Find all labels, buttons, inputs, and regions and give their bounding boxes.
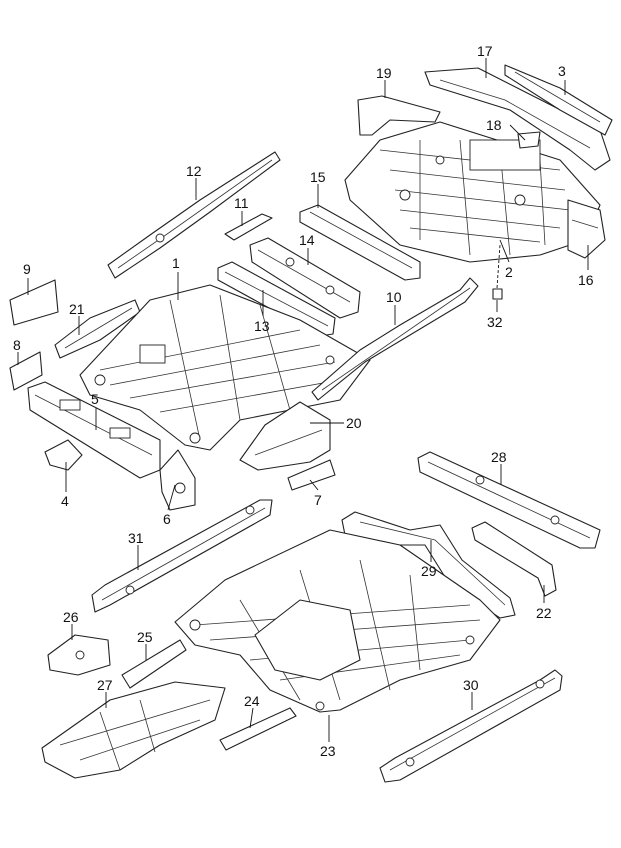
reinforcement-20 <box>239 401 331 471</box>
center-floor-panel-1 <box>79 284 371 451</box>
callout-6: 6 <box>163 511 171 527</box>
tunnel-panel-27 <box>41 681 226 779</box>
rear-cross-member-17 <box>424 67 611 171</box>
callout-23: 23 <box>320 743 336 759</box>
bracket-26 <box>47 634 111 676</box>
callout-18: 18 <box>486 117 502 133</box>
side-member-22 <box>471 521 557 597</box>
callout-27: 27 <box>97 677 113 693</box>
callout-12: 12 <box>186 163 202 179</box>
callout-9: 9 <box>23 261 31 277</box>
callout-28: 28 <box>491 449 507 465</box>
bracket-4 <box>44 439 83 471</box>
callout-31: 31 <box>128 530 144 546</box>
callout-32: 32 <box>487 314 503 330</box>
callout-20: 20 <box>346 415 362 431</box>
front-floor-panel-23 <box>174 529 501 713</box>
bracket-7 <box>287 459 336 491</box>
rear-cross-member-3 <box>504 64 613 136</box>
callout-1: 1 <box>172 255 180 271</box>
callout-16: 16 <box>578 272 594 288</box>
bracket-19 <box>357 95 441 136</box>
callout-11: 11 <box>234 195 249 211</box>
cross-member-14 <box>249 237 361 319</box>
side-sill-31 <box>91 499 273 613</box>
bracket-9 <box>9 279 59 326</box>
callout-24: 24 <box>244 693 260 709</box>
callout-7: 7 <box>314 492 322 508</box>
bracket-6 <box>159 449 196 511</box>
leader-lines <box>17 58 589 742</box>
callout-25: 25 <box>137 629 153 645</box>
side-member-12 <box>107 151 281 279</box>
callout-19: 19 <box>376 65 392 81</box>
callout-4: 4 <box>61 493 69 509</box>
rear-floor-panel <box>344 121 601 263</box>
callout-8: 8 <box>13 337 21 353</box>
callout-10: 10 <box>386 289 402 305</box>
callout-3: 3 <box>558 63 566 79</box>
callout-13: 13 <box>254 318 270 334</box>
bracket-11 <box>224 213 273 241</box>
callout-17: 17 <box>477 43 493 59</box>
bracket-25 <box>121 639 187 689</box>
callout-14: 14 <box>299 232 315 248</box>
callout-5: 5 <box>91 391 99 407</box>
callout-21: 21 <box>69 301 85 317</box>
callout-22: 22 <box>536 605 552 621</box>
callout-2: 2 <box>505 264 513 280</box>
plug-32 <box>492 288 503 300</box>
callout-15: 15 <box>310 169 326 185</box>
callout-29: 29 <box>421 563 437 579</box>
side-member-10 <box>311 277 479 401</box>
side-sill-28 <box>417 451 601 549</box>
callout-labels: 1 2 3 4 5 6 7 8 9 10 11 12 13 14 15 16 1… <box>13 43 594 759</box>
callout-30: 30 <box>463 677 479 693</box>
side-sill-30 <box>379 669 563 783</box>
bracket-24 <box>219 707 297 751</box>
bracket-8 <box>9 351 43 391</box>
callout-26: 26 <box>63 609 79 625</box>
cross-member-13 <box>217 261 336 337</box>
bracket-18 <box>517 131 541 149</box>
bracket-16 <box>567 199 606 259</box>
